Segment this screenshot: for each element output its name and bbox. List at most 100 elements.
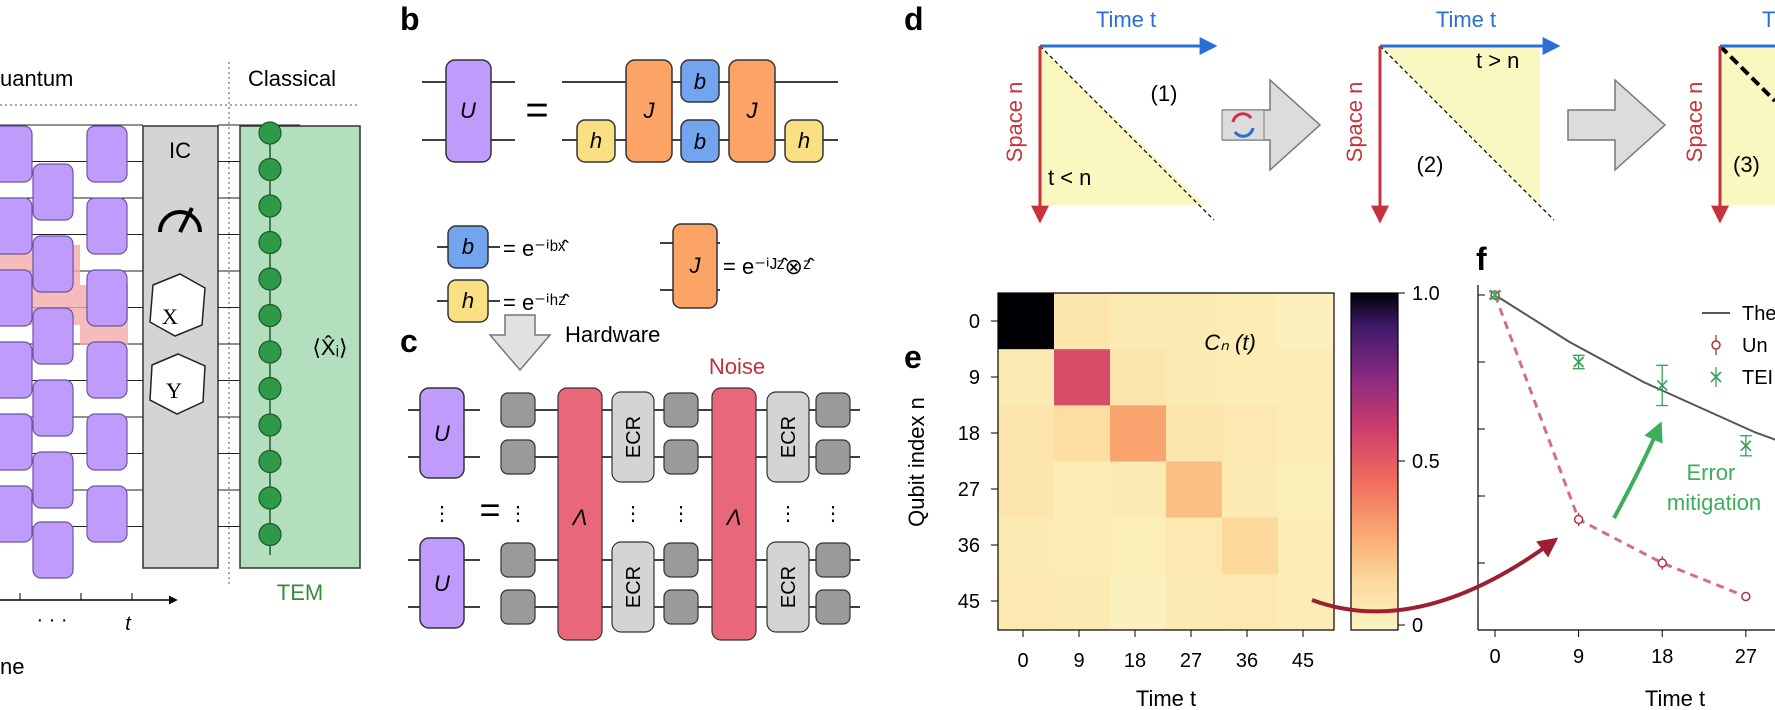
gate-u: [419, 537, 465, 629]
h-gate-equation: = e⁻ⁱʰᶻ̂: [503, 290, 570, 315]
space-label: Space n: [1002, 82, 1027, 163]
svg-text:b: b: [694, 129, 706, 154]
svg-text:Y: Y: [166, 378, 182, 403]
heatmap: [998, 293, 1335, 631]
data-point: [1741, 591, 1751, 602]
purple-gate: [0, 413, 33, 471]
heatmap-cell: [1222, 293, 1279, 350]
region-label: (1): [1151, 81, 1178, 106]
x-tick-label: 0: [1017, 650, 1028, 672]
ecr-gate: [766, 541, 810, 633]
purple-gate: [0, 269, 33, 327]
svg-text:b: b: [694, 69, 706, 94]
heatmap-cell: [1166, 293, 1223, 350]
equals-sign: =: [525, 88, 548, 132]
heatmap-cell: [998, 461, 1055, 519]
connector-arrow: [1311, 537, 1559, 614]
data-point: [1740, 440, 1752, 452]
tem-node: [258, 449, 282, 474]
x-tick-label: 9: [1573, 646, 1584, 668]
ecr-gate: [766, 391, 810, 483]
gate-1q: [500, 589, 536, 625]
heatmap-cell: [1166, 349, 1223, 406]
heatmap-cell: [1110, 293, 1167, 350]
region-full: [1720, 46, 1775, 205]
colorbar-tick-label: 0: [1412, 615, 1423, 637]
purple-gate: [0, 341, 33, 399]
x-tick-label: 9: [1073, 650, 1084, 672]
quantum-label: uantum: [0, 66, 73, 91]
heatmap-cell: [1166, 461, 1223, 519]
tem-node: [258, 194, 282, 218]
gate-1q: [815, 439, 851, 475]
tem-node: [258, 340, 282, 364]
legend-marker: [1710, 371, 1722, 383]
dice-icon: X: [149, 273, 206, 337]
b-gate-equation: = e⁻ⁱᵇˣ̂: [503, 236, 569, 261]
heatmap-cell: [1054, 293, 1111, 350]
data-point: [1657, 558, 1667, 568]
gate-u: [419, 387, 465, 479]
j-gate-equation: = e⁻ⁱᴶᶻ̂⊗ᶻ̂: [723, 254, 815, 279]
mitigation-arrow: [1612, 421, 1663, 519]
diagonal: [1718, 44, 1775, 103]
tem-node-chain: [258, 121, 282, 547]
heatmap-cell: [1054, 517, 1111, 575]
y-tick-label: 18: [958, 423, 980, 445]
svg-text:h: h: [590, 128, 602, 153]
panel-a: uantum Classical IC X Y ⟨X̂ᵢ⟩ TEM ·: [0, 62, 361, 679]
space-label: Space n: [1342, 82, 1367, 163]
x-axis-label: Time t: [1645, 686, 1705, 710]
tem-node: [258, 413, 282, 437]
gate-j: [728, 59, 776, 163]
heatmap-cell: [1222, 349, 1279, 406]
ecr-label: ECR: [778, 566, 800, 608]
x-tick-label: 27: [1735, 646, 1757, 668]
time-axis-t: t: [125, 613, 132, 635]
observable-label: ⟨X̂ᵢ⟩: [312, 335, 347, 360]
gate-1q: [500, 392, 536, 428]
tem-node: [258, 376, 282, 401]
condition-label: t < n: [1048, 165, 1091, 190]
heatmap-cell: [998, 573, 1055, 631]
heatmap-cell: [1222, 517, 1279, 575]
purple-gate: [86, 269, 128, 327]
legend-label: The: [1742, 303, 1775, 325]
gate-h: [784, 119, 824, 163]
purple-gate: [32, 235, 74, 293]
heatmap-cell: [1110, 461, 1167, 519]
ellipsis: ⋮: [508, 503, 528, 525]
noise-channel: [711, 387, 757, 641]
heatmap-cell: [998, 405, 1055, 462]
heatmap-cell: [998, 349, 1055, 406]
purple-gate-grid: [0, 125, 128, 579]
ic-label: IC: [169, 138, 191, 163]
gate-1q: [663, 392, 699, 428]
tem-node: [258, 267, 282, 291]
lambda-label: Λ: [571, 505, 588, 530]
panel-label-e: e: [904, 339, 922, 375]
noise-label: Noise: [709, 354, 765, 379]
gate-h-definition: [447, 279, 489, 323]
heatmap-cell: [1110, 517, 1167, 575]
svg-text:U: U: [460, 98, 476, 123]
lambda-label: Λ: [725, 505, 742, 530]
diagonal: [1379, 45, 1555, 221]
ecr-gate: [611, 541, 655, 633]
gate-1q: [500, 439, 536, 475]
y-tick-label: 36: [958, 535, 980, 557]
heatmap-cell: [1110, 405, 1167, 462]
ecr-label: ECR: [623, 416, 645, 458]
time-label-cut: T: [1762, 7, 1775, 32]
heatmap-cell: [1054, 461, 1111, 519]
gate-1q: [815, 392, 851, 428]
x-tick-label: 18: [1124, 650, 1146, 672]
heatmap-cell: [1054, 349, 1111, 406]
